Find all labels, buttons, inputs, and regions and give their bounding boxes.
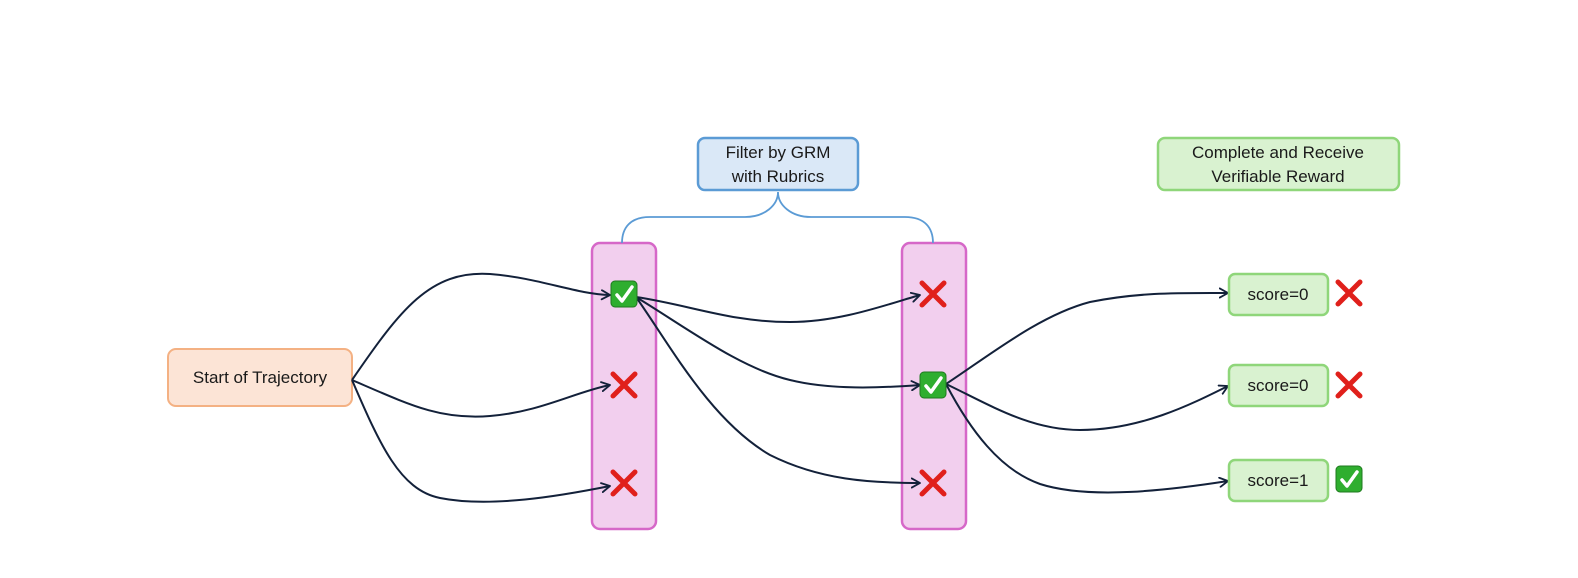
arrow-s1-to-s2-row2 xyxy=(635,296,921,392)
arrows xyxy=(351,272,1229,503)
filter-label-line2: with Rubrics xyxy=(731,167,825,186)
arrow-s1-to-s2-row1 xyxy=(635,291,921,324)
score-row3-check-mark-icon xyxy=(1335,465,1363,493)
score-marks xyxy=(1335,279,1363,493)
step2-row1-cross-mark-icon xyxy=(919,280,947,308)
filter-box xyxy=(696,136,860,192)
filter-brace xyxy=(621,191,934,244)
arrow-s2-to-score-row3 xyxy=(945,383,1229,494)
start-box xyxy=(167,348,353,407)
score-label-row2: score=0 xyxy=(1248,376,1309,395)
score-box-row2: score=0 xyxy=(1227,363,1330,408)
step2-row3-cross-mark-icon xyxy=(919,469,947,497)
step1-row1-check-mark-icon xyxy=(610,280,638,308)
score-box-row1: score=0 xyxy=(1227,272,1330,317)
score-box-row3: score=1 xyxy=(1227,458,1330,503)
arrow-start-to-s1-row3 xyxy=(351,379,611,503)
step2-row2-check-mark-icon xyxy=(919,371,947,399)
arrow-start-to-s1-row2 xyxy=(351,379,611,418)
score-label-row1: score=0 xyxy=(1248,285,1309,304)
arrow-s2-to-score-row2 xyxy=(945,383,1229,432)
start-label: Start of Trajectory xyxy=(193,368,328,387)
complete-label-line2: Verifiable Reward xyxy=(1211,167,1344,186)
arrow-start-to-s1-row1 xyxy=(351,272,611,381)
filter-label-line1: Filter by GRM xyxy=(726,143,831,162)
score-row2-cross-mark-icon xyxy=(1335,371,1363,399)
step1-row3-cross-mark-icon xyxy=(610,469,638,497)
arrow-s1-to-s2-row3 xyxy=(635,296,921,489)
step-marks xyxy=(610,280,947,497)
arrow-s2-to-score-row1 xyxy=(945,287,1229,385)
complete-box xyxy=(1156,136,1401,192)
score-row1-cross-mark-icon xyxy=(1335,279,1363,307)
complete-label-line1: Complete and Receive xyxy=(1192,143,1364,162)
score-label-row3: score=1 xyxy=(1248,471,1309,490)
step1-row2-cross-mark-icon xyxy=(610,371,638,399)
